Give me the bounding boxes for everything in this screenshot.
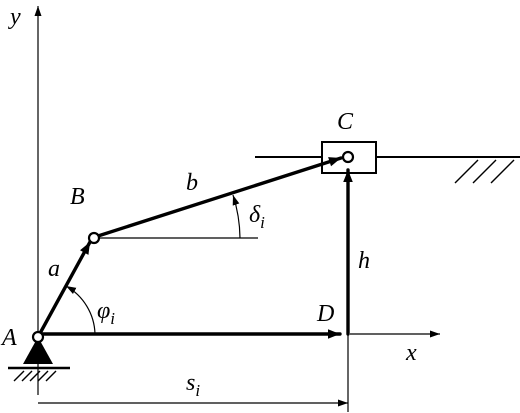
angle-delta-label: δi: [249, 202, 265, 232]
link-b: [96, 156, 343, 238]
ground-hatching-right: [454, 159, 515, 184]
x-axis-label: x: [405, 340, 417, 366]
y-axis-label: y: [8, 4, 21, 30]
angle-phi-arc: [65, 285, 96, 335]
link-b-label: b: [186, 170, 198, 196]
point-d-label: D: [316, 301, 334, 327]
point-b-label: B: [70, 184, 85, 210]
joint-c: [341, 150, 355, 164]
point-c-label: C: [337, 109, 354, 135]
ground-support-a: [8, 337, 70, 382]
height-h-label: h: [358, 248, 370, 274]
link-a: [36, 240, 92, 339]
link-a-label: a: [48, 256, 60, 282]
joint-a: [31, 330, 45, 344]
point-a-label: A: [0, 325, 17, 351]
distance-s-label: si: [186, 370, 200, 400]
joint-b: [87, 231, 101, 245]
angle-delta-arc: [232, 194, 241, 239]
angle-phi-label: φi: [97, 298, 115, 328]
